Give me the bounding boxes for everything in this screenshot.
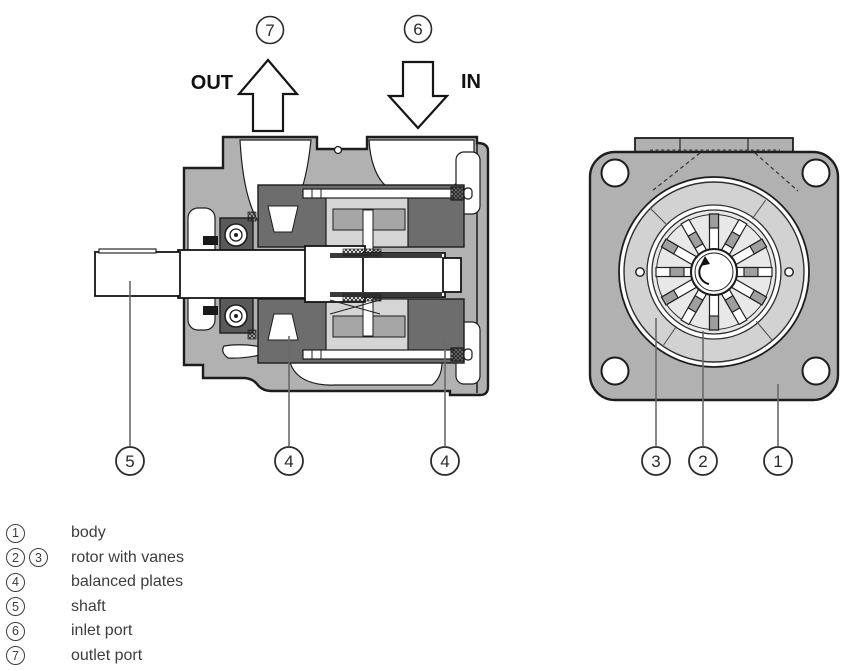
rotor-bore-edge-top <box>330 253 442 258</box>
inlet-arrow-down-icon <box>386 60 450 130</box>
callout-3: 3 <box>651 452 660 471</box>
shaft-key-flat <box>98 248 157 254</box>
callout-4-right: 4 <box>440 452 449 471</box>
legend-label-outlet-port: outlet port <box>71 646 143 664</box>
hidden-edge-lines <box>651 152 799 192</box>
callout-circle-7 <box>255 15 285 45</box>
legend-num-6: 6 <box>6 621 25 641</box>
legend-row-inlet-port: 6 inlet port <box>6 619 184 644</box>
rotation-arrow-icon <box>698 256 710 285</box>
seal-spring-section <box>329 299 381 315</box>
callout-bubbles: 5 4 4 3 2 1 <box>115 446 793 476</box>
legend-row-balanced-plates: 4 balanced plates <box>6 570 184 595</box>
legend-num-5: 5 <box>6 597 25 617</box>
callout-7: 7 <box>265 21 274 40</box>
legend-label-inlet-port: inlet port <box>71 622 133 640</box>
callout-circle-6 <box>403 14 433 44</box>
shaft-seal-top <box>203 236 218 245</box>
callout-6: 6 <box>413 20 422 39</box>
callout-5: 5 <box>125 452 134 471</box>
cross-section-view <box>94 135 490 397</box>
legend-num-1: 1 <box>6 523 25 543</box>
out-label: OUT <box>191 72 233 94</box>
bolt-hole-top-right <box>801 158 831 188</box>
callout-2: 2 <box>698 452 707 471</box>
dowel-hole-left <box>635 267 645 277</box>
callout-4-left: 4 <box>284 452 293 471</box>
drive-shaft <box>94 245 462 315</box>
through-bolts <box>302 186 473 362</box>
dowel-hole-right <box>784 267 794 277</box>
legend-label-body: body <box>71 524 106 542</box>
front-view <box>588 137 840 402</box>
rotor-bore-edge-bottom <box>330 292 442 297</box>
bolt-hole-bottom-right <box>801 356 831 386</box>
in-label: IN <box>461 71 481 93</box>
cam-ring-section-lines <box>650 199 773 346</box>
legend-row-body: 1 body <box>6 521 184 546</box>
callout-1: 1 <box>773 452 782 471</box>
legend-row-rotor-vanes: 2 3 rotor with vanes <box>6 546 184 571</box>
o-ring-section <box>333 145 343 155</box>
legend-num-3: 3 <box>29 548 48 568</box>
legend-num-4: 4 <box>6 572 25 592</box>
parts-legend: 1 body 2 3 rotor with vanes 4 balanced p… <box>6 521 184 668</box>
shaft-bore <box>690 248 738 296</box>
callout-leaders <box>129 281 779 446</box>
bolt-hole-bottom-left <box>600 356 630 386</box>
shaft-seal-bottom <box>203 306 218 315</box>
legend-label-rotor-vanes: rotor with vanes <box>71 548 184 566</box>
pump-diagram-svg: 7 6 OUT IN <box>94 14 840 476</box>
outlet-arrow-up-icon <box>236 58 300 133</box>
legend-row-shaft: 5 shaft <box>6 595 184 620</box>
shaft-outer-end <box>94 251 181 297</box>
legend-label-shaft: shaft <box>71 597 106 615</box>
legend-row-outlet-port: 7 outlet port <box>6 644 184 669</box>
bolt-hole-top-left <box>600 158 630 188</box>
flow-annotations: 7 6 OUT IN <box>191 14 481 133</box>
shaft-bearings <box>203 211 257 340</box>
legend-label-balanced-plates: balanced plates <box>71 573 184 591</box>
legend-num-2: 2 <box>6 548 25 568</box>
legend-num-7: 7 <box>6 646 25 666</box>
